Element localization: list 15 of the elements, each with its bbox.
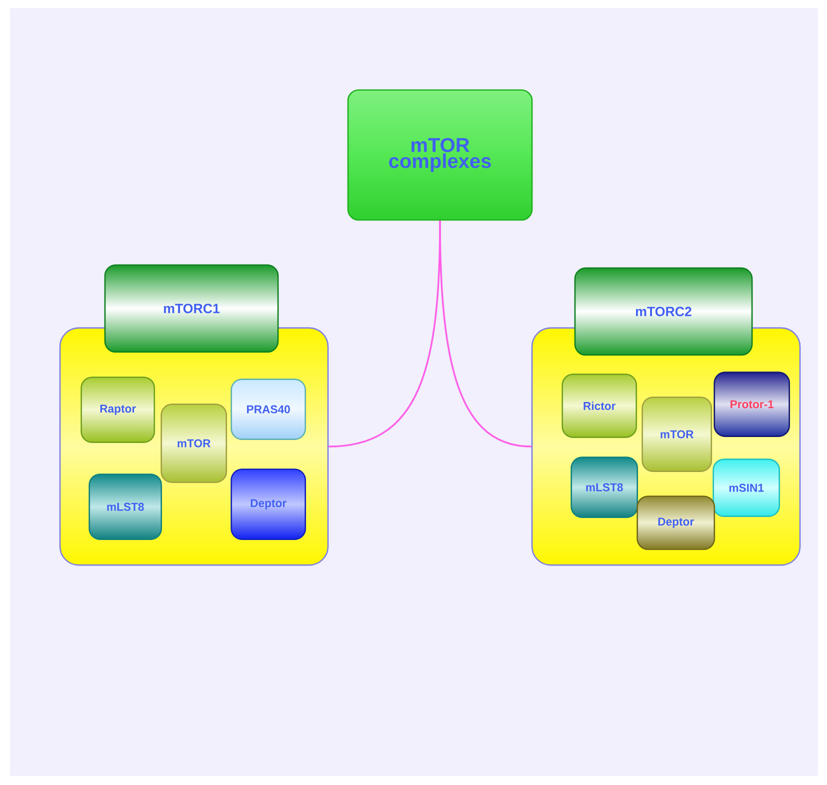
protein-box: Deptor (636, 496, 716, 550)
protein-box: Rictor (562, 374, 638, 438)
header-box: mTORC2 (574, 267, 753, 356)
connector-line (439, 220, 532, 448)
protein-box: mSIN1 (712, 458, 780, 517)
root-box: mTOR complexes (347, 89, 533, 221)
protein-box: mLST8 (570, 456, 638, 518)
protein-box: Deptor (230, 468, 306, 540)
protein-box: Protor-1 (714, 372, 790, 437)
protein-box: mTOR (642, 396, 712, 472)
protein-box: Raptor (80, 376, 156, 443)
protein-box: PRAS40 (230, 378, 306, 440)
protein-box: mTOR (160, 404, 228, 483)
protein-box: mLST8 (88, 474, 162, 540)
header-box: mTORC1 (104, 264, 279, 353)
